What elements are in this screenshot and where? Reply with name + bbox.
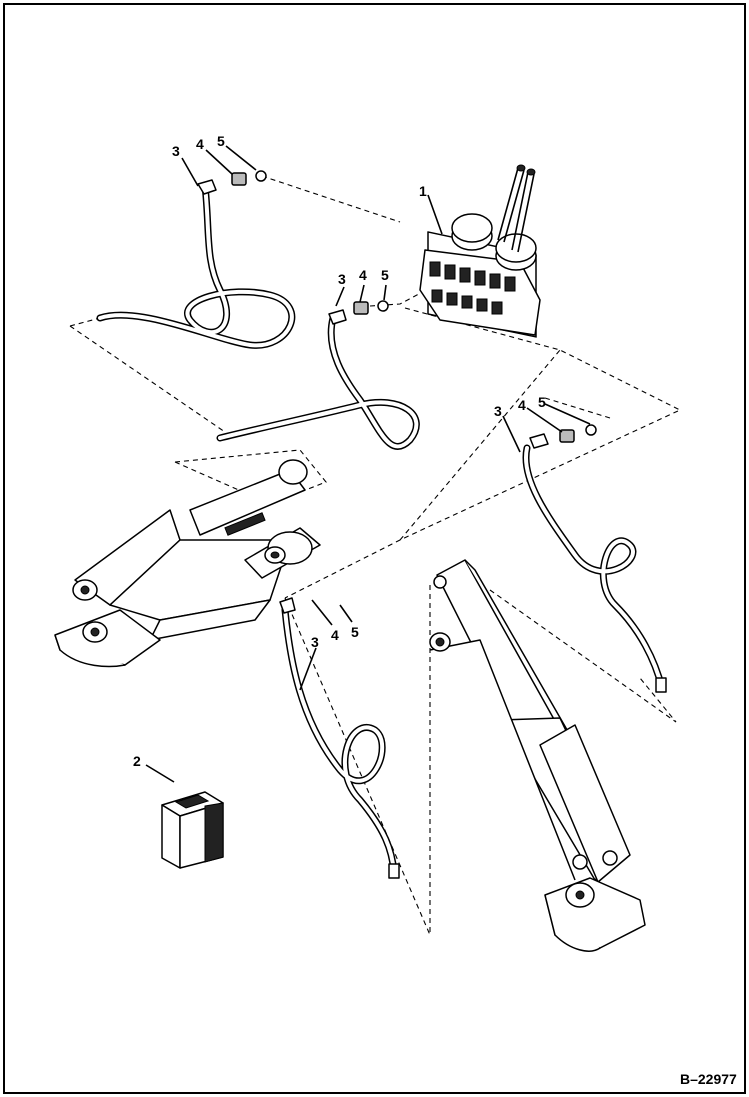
callout-decal: 2 [133, 753, 141, 769]
control-valve [419, 164, 541, 338]
callout-fitting-center: 4 [359, 267, 367, 283]
hose-lower [279, 597, 400, 879]
fitting-center [353, 301, 369, 315]
callout-valve: 1 [419, 183, 427, 199]
callout-fitting-right: 4 [518, 397, 526, 413]
callout-oring-lower: 5 [351, 624, 359, 640]
oring-center [377, 300, 389, 312]
hose-right [522, 433, 667, 693]
hose-center [216, 309, 420, 450]
callout-hose-upper-left: 3 [172, 143, 180, 159]
boom-right [429, 559, 646, 952]
callouts: 3 4 5 1 3 4 5 3 4 5 3 4 5 2 [133, 133, 546, 769]
fitting-upper-left [231, 172, 247, 186]
boom-left [54, 459, 321, 668]
callout-oring-center: 5 [381, 267, 389, 283]
callout-fitting-upper-left: 4 [196, 136, 204, 152]
fitting-right [559, 429, 575, 443]
oring-right [585, 424, 597, 436]
figure-id: B–22977 [680, 1071, 737, 1087]
callout-oring-right: 5 [538, 394, 546, 410]
callout-hose-lower: 3 [311, 634, 319, 650]
callout-oring-upper-left: 5 [217, 133, 225, 149]
leader-lines [145, 145, 591, 783]
oring-upper-left [255, 170, 267, 182]
callout-hose-right: 3 [494, 403, 502, 419]
callout-fitting-lower: 4 [331, 627, 339, 643]
callout-hose-center: 3 [338, 271, 346, 287]
decal-box [161, 791, 224, 869]
fittings [231, 170, 597, 443]
hose-upper-left [96, 179, 296, 349]
